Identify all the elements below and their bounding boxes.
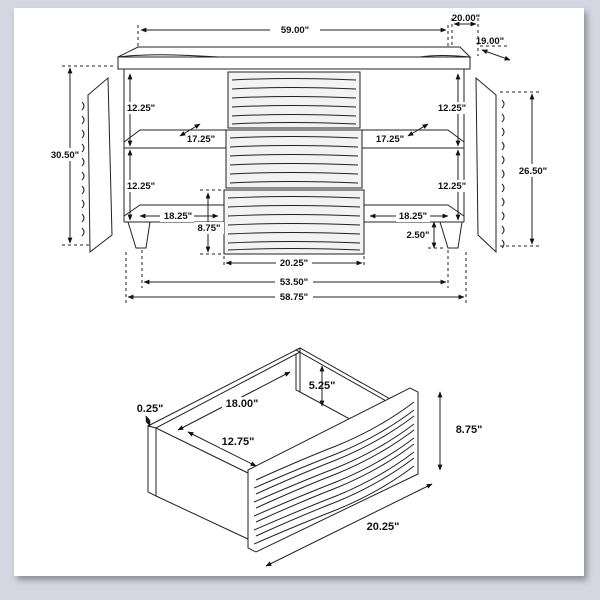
dim-front-height: 8.75" [456,424,483,436]
dim-shelf-depth-left: 17.25" [187,134,215,145]
left-leg [127,221,151,249]
dim-base-width: 58.75" [280,292,308,303]
dim-shelf-width-right: 18.25" [399,211,427,222]
dim-front-width: 20.25" [367,521,400,533]
dim-shelf-gap-upper-left: 12.25" [127,103,155,114]
drawer-detail-view: 0.25" 18.00" 12.75" 5.25" 8.75" 20.25" [137,347,483,567]
drawer-stack [223,71,365,255]
dim-height-inner: 26.50" [519,166,547,177]
right-leg [439,221,463,249]
dim-interior-depth: 18.00" [226,398,259,410]
dim-leg-height: 2.50" [407,230,430,241]
left-door [87,76,113,254]
dim-shelf-gap-upper-right: 12.25" [438,103,466,114]
dim-shelf-gap-lower-right: 12.25" [438,181,466,192]
dim-interior-width: 12.75" [222,436,255,448]
dim-interior-height: 5.25" [309,380,336,392]
dim-shelf-depth-right: 17.25" [376,134,404,145]
dim-top-depth: 20.00" [452,13,480,24]
dim-drawer-width: 20.25" [280,258,308,269]
drawer-2 [225,129,363,189]
right-door [475,76,497,254]
dim-drawer-height: 8.75" [198,223,221,234]
dim-side-thickness: 0.25" [137,403,164,415]
dim-shelf-width-left: 18.25" [164,211,192,222]
right-door-ridges [501,99,505,249]
dim-overall-width: 59.00" [281,25,309,36]
drawer-3 [223,189,365,255]
dim-side-depth: 19.00" [476,36,504,47]
left-door-ridges [81,101,85,237]
dim-height-total: 30.50" [51,150,79,161]
drawer-1 [227,71,361,129]
dim-shelf-gap-lower-left: 12.25" [127,181,155,192]
cabinet-top-edge [117,56,471,70]
cabinet-front-view: 59.00" 20.00" 19.00" 30.50" 26.50" [45,13,552,304]
drawer-left-side [146,349,302,429]
dim-inner-width: 53.50" [280,277,308,288]
drawer-back [294,347,394,403]
